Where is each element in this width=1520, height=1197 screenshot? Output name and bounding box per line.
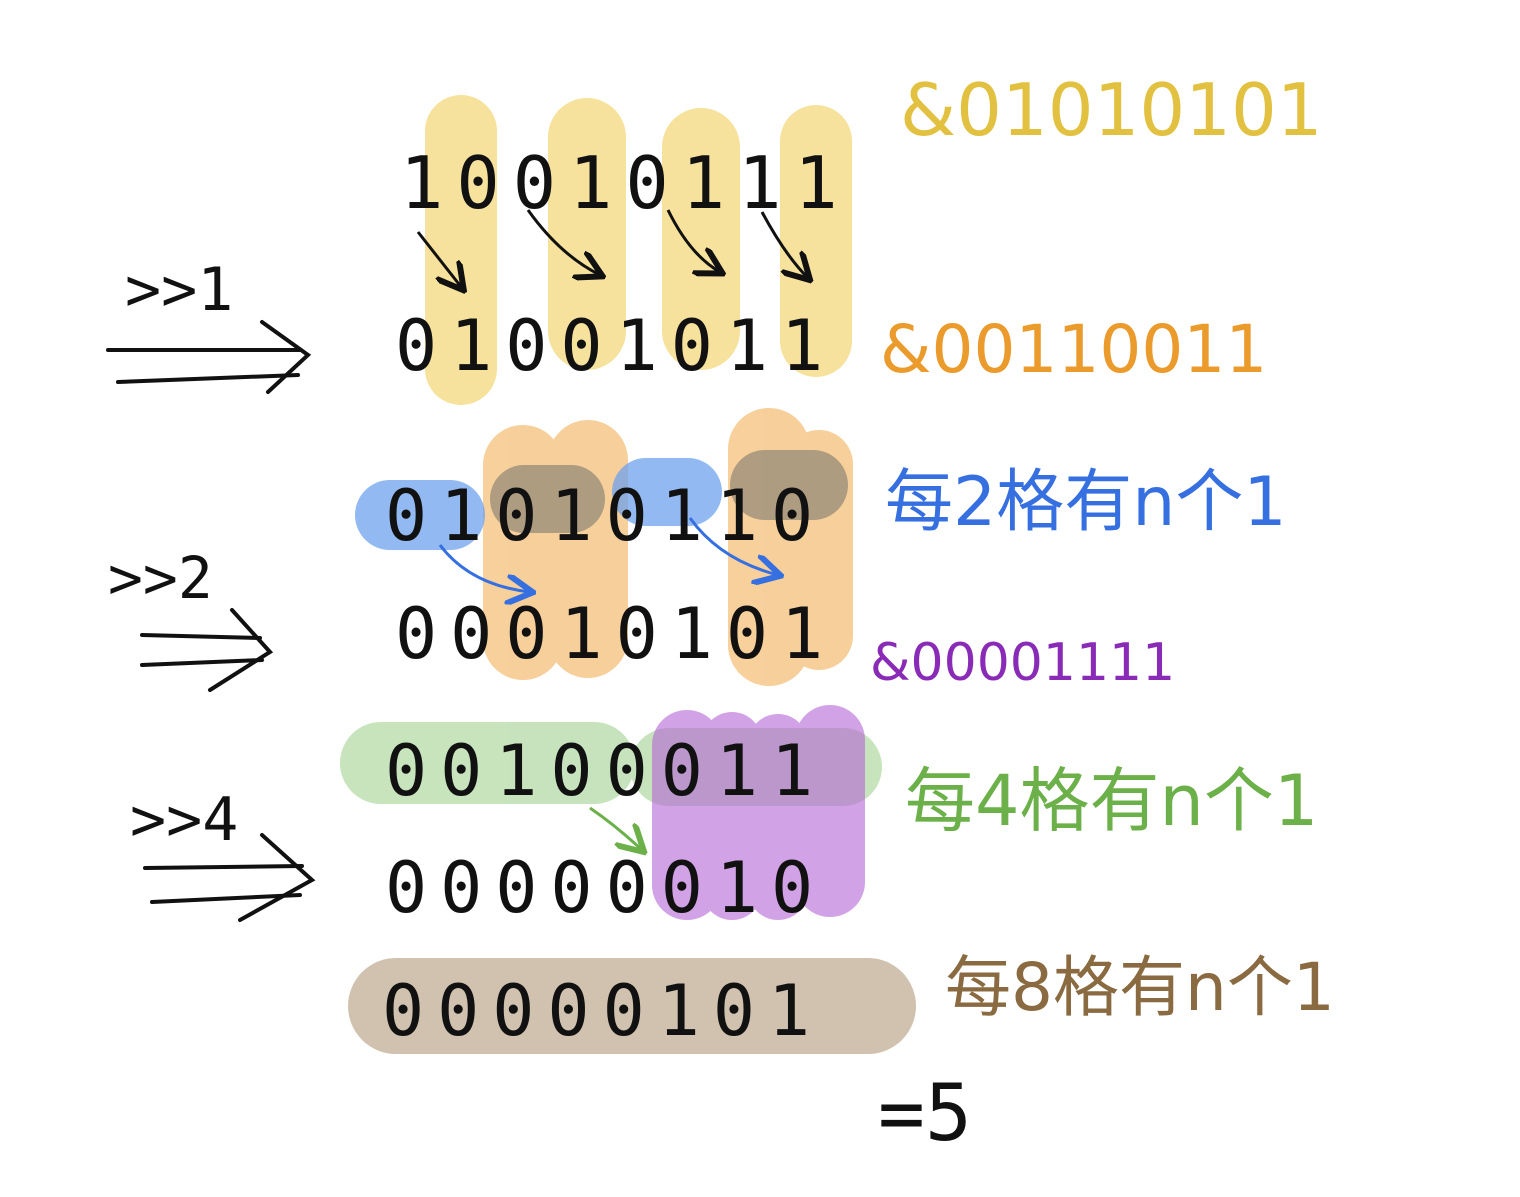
brown-highlight-byte (348, 958, 916, 1054)
shift2-label: >>2 (108, 544, 213, 612)
binary-row-shift1: 01001011 (395, 305, 836, 387)
shift2-arrows (438, 517, 778, 592)
result-value: =5 (878, 1069, 972, 1159)
note-every-2-bits: 每2格有n个1 (885, 463, 1287, 542)
note-every-4-bits: 每4格有n个1 (905, 760, 1318, 842)
double-arrow-icon (106, 320, 312, 394)
double-arrow-icon (143, 833, 316, 922)
mask-00001111: &00001111 (870, 633, 1175, 693)
binary-row-original: 10010111 (400, 141, 851, 225)
shift1-label: >>1 (125, 255, 233, 325)
shift4-arrow (589, 806, 642, 850)
binary-row-pair-sums: 01010110 (385, 475, 826, 557)
mask-00110011: &00110011 (880, 311, 1267, 388)
blue-highlight-pairs (355, 458, 722, 550)
mask-01010101: &01010101 (900, 68, 1323, 152)
gray-highlight-pairs (490, 450, 848, 533)
binary-row-result: 00000101 (382, 970, 823, 1052)
binary-row-shift2: 00010101 (395, 593, 836, 675)
binary-row-shift4: 00000010 (385, 847, 826, 929)
purple-highlight-columns (652, 705, 865, 920)
double-arrow-icon (140, 608, 274, 692)
shift1-arrows (416, 209, 808, 288)
binary-row-nibble-sums: 00100011 (385, 730, 826, 812)
note-every-8-bits: 每8格有n个1 (945, 949, 1335, 1026)
shift4-label: >>4 (130, 785, 238, 855)
yellow-highlight-columns (425, 95, 852, 405)
